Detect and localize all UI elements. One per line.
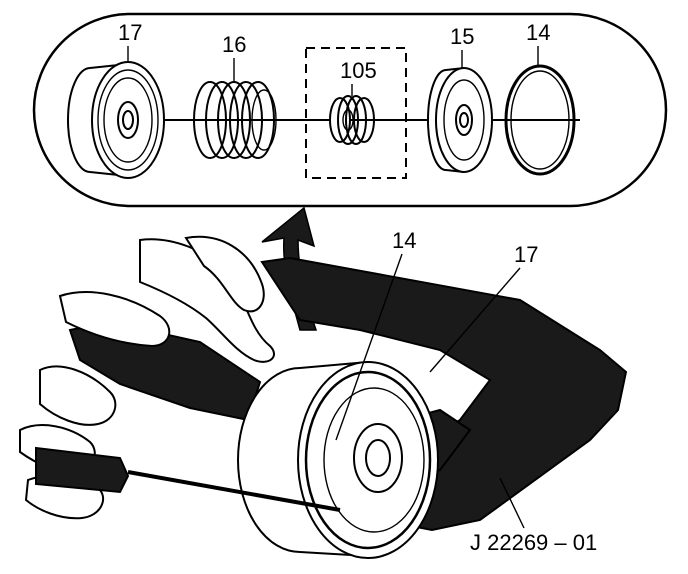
tool-upper-arm (260, 256, 628, 532)
leader-tool-number (499, 477, 525, 529)
hub-bore (353, 423, 403, 493)
piston-housing-assembly (237, 361, 439, 559)
hand-left-holding-screwdriver (19, 365, 117, 520)
retainer-15-part (427, 67, 493, 173)
callout-17-exploded: 17 (118, 20, 142, 45)
hand-upper-on-tool (58, 235, 275, 363)
piston-17-part (67, 61, 165, 179)
snap-ring-14-part (504, 64, 576, 176)
piston-17-face (323, 387, 425, 533)
callout-17-main: 17 (514, 242, 538, 267)
callout-105: 105 (340, 58, 377, 83)
tool-number-label: J 22269 – 01 (470, 530, 597, 555)
screwdriver-shaft (127, 470, 341, 512)
part-105 (329, 95, 375, 145)
screwdriver-handle (35, 446, 130, 494)
spring-16-part (193, 81, 277, 159)
exploded-view-inset: 17 16 105 (32, 12, 668, 208)
part-105-dashed-box (305, 47, 407, 179)
callout-14-main: 14 (392, 228, 416, 253)
callout-16: 16 (222, 32, 246, 57)
leader-17-main (429, 267, 521, 373)
leader-14-main (335, 253, 403, 441)
screwdriver (35, 446, 341, 512)
callout-15: 15 (450, 24, 474, 49)
snap-ring-groove (304, 370, 432, 550)
callout-14-exploded: 14 (526, 20, 550, 45)
